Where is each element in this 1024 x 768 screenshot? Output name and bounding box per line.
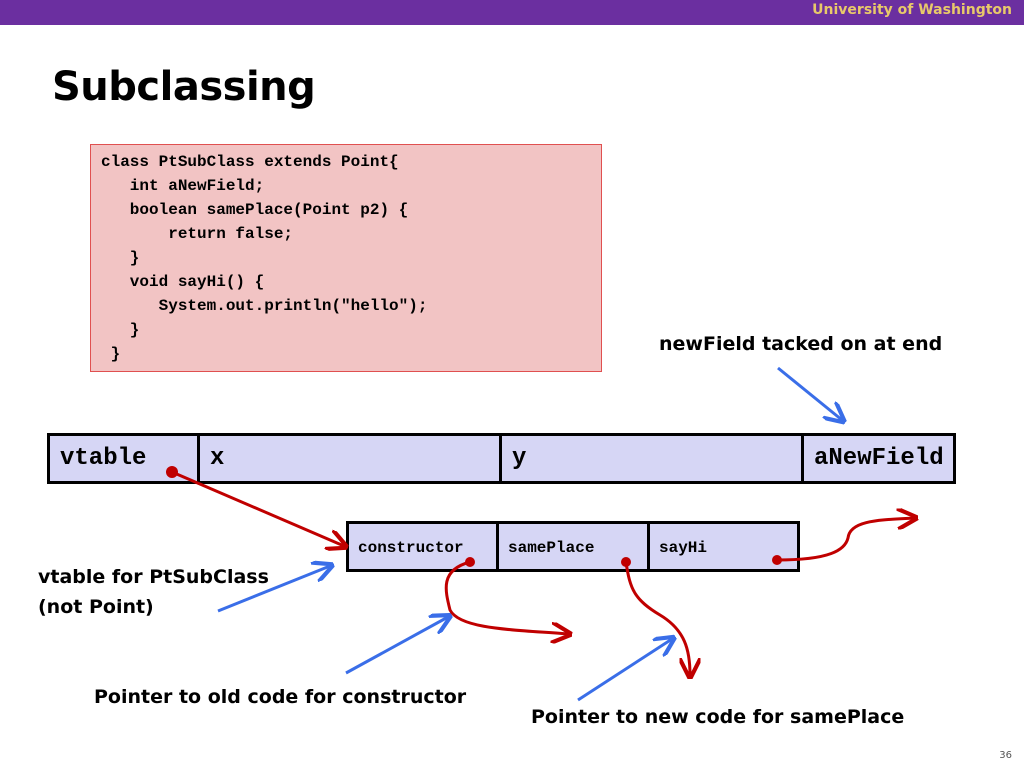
- field-a-new-field: aNewField: [801, 433, 956, 484]
- field-vtable: vtable: [47, 433, 200, 484]
- code-line: System.out.println("hello");: [101, 297, 428, 315]
- header-bar: University of Washington: [0, 0, 1024, 25]
- slide-title: Subclassing: [52, 64, 316, 110]
- new-code-callout-arrow: [577, 639, 672, 702]
- new-field-label: newField tacked on at end: [659, 333, 943, 355]
- vtable-entry-same-place: samePlace: [496, 521, 650, 572]
- code-line: int aNewField;: [101, 177, 265, 195]
- code-line: class PtSubClass extends Point{: [101, 153, 399, 171]
- vtable-layout: constructor samePlace sayHi: [346, 521, 800, 572]
- old-code-callout-arrow: [345, 617, 448, 675]
- new-field-callout-arrow: [777, 366, 842, 420]
- object-layout: vtable x y aNewField: [47, 433, 956, 484]
- old-code-label: Pointer to old code for constructor: [94, 686, 467, 708]
- vtable-for-label-line-2: (not Point): [38, 596, 154, 618]
- constructor-pointer-arrow: [444, 560, 568, 634]
- institution-name: University of Washington: [812, 2, 1012, 18]
- code-line: }: [101, 345, 121, 363]
- new-code-label: Pointer to new code for samePlace: [531, 706, 905, 728]
- vtable-entry-say-hi: sayHi: [647, 521, 800, 572]
- same-place-pointer-arrow: [624, 561, 690, 675]
- vtable-for-label-line-1: vtable for PtSubClass: [38, 566, 269, 588]
- page-number: 36: [999, 750, 1012, 761]
- field-y: y: [499, 433, 804, 484]
- code-line: return false;: [101, 225, 294, 243]
- field-x: x: [197, 433, 502, 484]
- code-line: boolean samePlace(Point p2) {: [101, 201, 409, 219]
- vtable-entry-constructor: constructor: [346, 521, 499, 572]
- code-line: void sayHi() {: [101, 273, 265, 291]
- code-block: class PtSubClass extends Point{ int aNew…: [90, 144, 602, 372]
- code-line: }: [101, 249, 140, 267]
- code-line: }: [101, 321, 140, 339]
